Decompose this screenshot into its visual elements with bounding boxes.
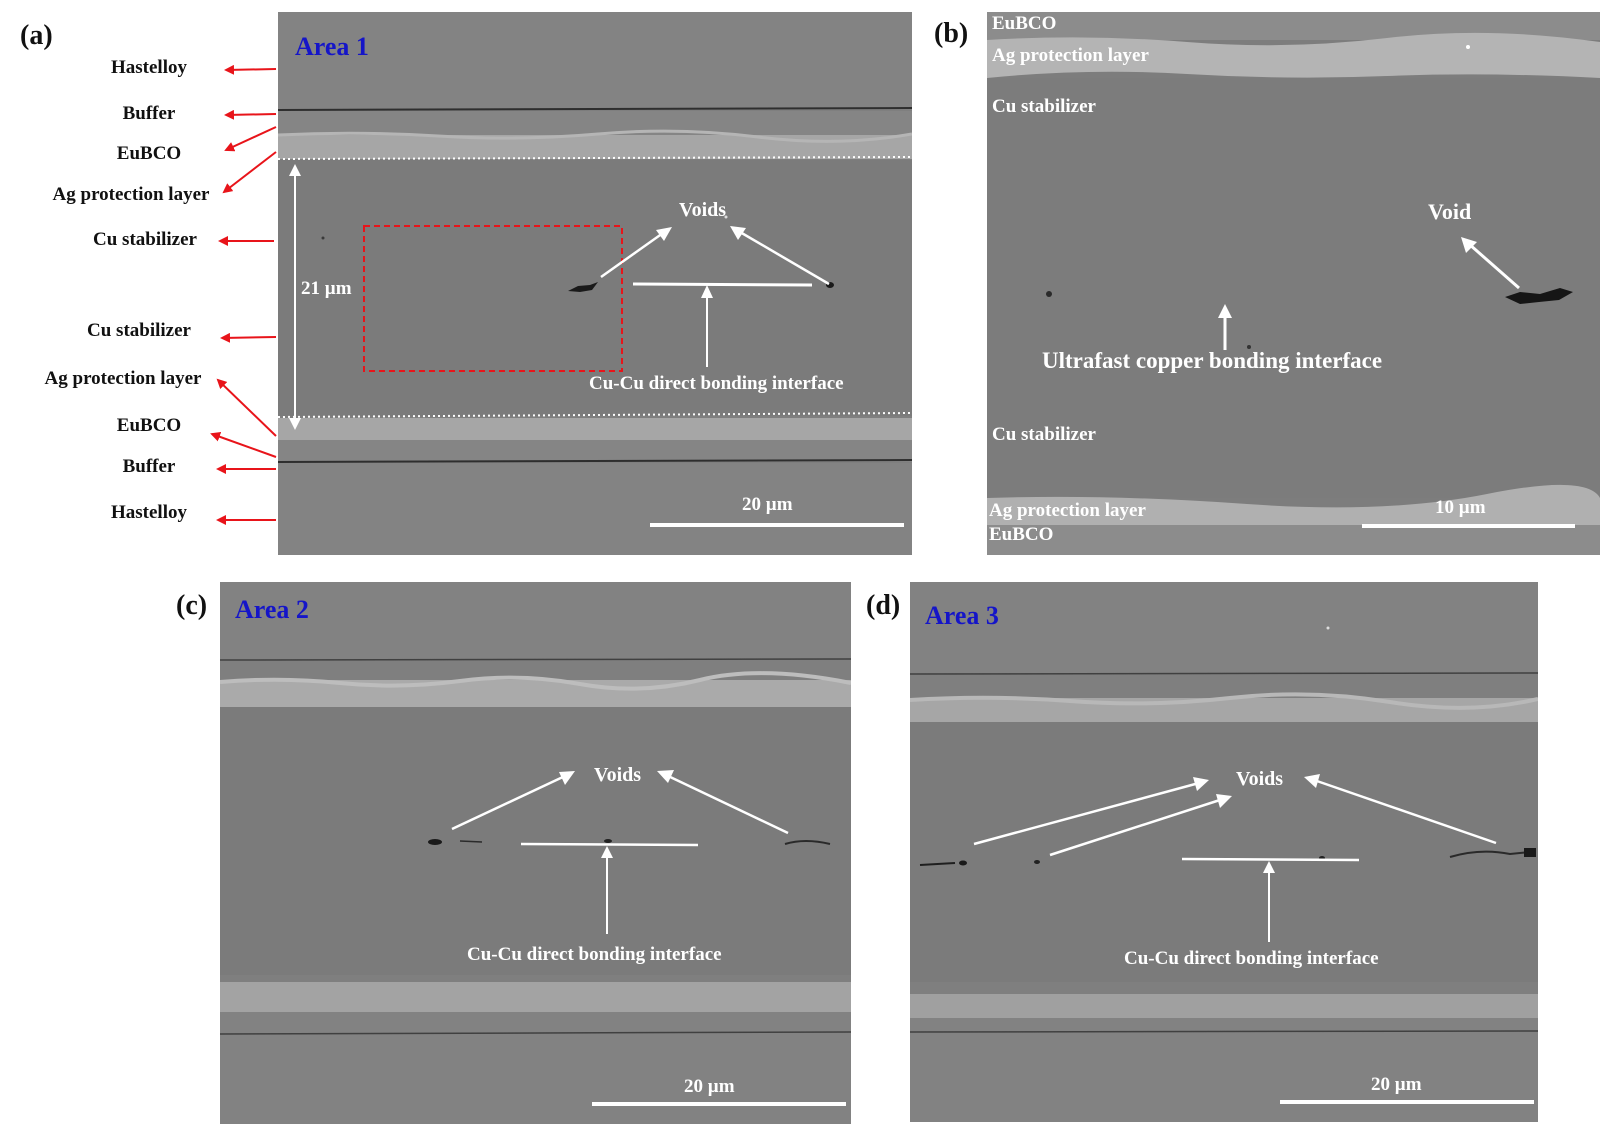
panel-b-eubco-bottom-label: EuBCO — [989, 524, 1054, 545]
panel-d-scale-bar — [1280, 1100, 1534, 1104]
panel-c-interface-label: Cu-Cu direct bonding interface — [467, 944, 722, 965]
panel-a-area-label: Area 1 — [295, 32, 369, 61]
panel-c-voids-label: Voids — [594, 764, 642, 786]
panel-b-scale-label: 10 µm — [1435, 497, 1486, 518]
panel-c-letter: (c) — [176, 590, 208, 621]
panel-a-label-ag-bottom: Ag protection layer — [44, 368, 202, 389]
panel-a-label-ag-top: Ag protection layer — [52, 184, 210, 205]
panel-a-label-cu-bottom: Cu stabilizer — [87, 320, 191, 341]
panel-b-ag-bottom-label: Ag protection layer — [989, 500, 1146, 521]
panel-c-scale-label: 20 µm — [684, 1076, 735, 1097]
panel-a-scale-bar — [650, 523, 904, 527]
panel-a-label-hastelloy-bottom: Hastelloy — [111, 502, 187, 523]
panel-a-voids-label: Voids — [679, 199, 727, 221]
panel-a-thickness-label: 21 µm — [301, 278, 352, 299]
panel-a-label-eubco-bottom: EuBCO — [116, 415, 182, 436]
panel-b-interface-label: Ultrafast copper bonding interface — [1042, 348, 1383, 373]
panel-a-micrograph — [278, 12, 912, 555]
panel-b-scale-bar — [1362, 524, 1575, 528]
panel-d-letter: (d) — [866, 590, 901, 621]
panel-b-letter: (b) — [934, 18, 969, 49]
panel-a-label-eubco-top: EuBCO — [116, 143, 182, 164]
panel-b-eubco-top-label: EuBCO — [992, 13, 1057, 34]
panel-c-scale-bar — [592, 1102, 846, 1106]
panel-d-sem-image: Area 3 Voids Cu-Cu direct bonding interf… — [910, 582, 1538, 1122]
panel-a-label-buffer-bottom: Buffer — [122, 456, 176, 477]
panel-d-voids-label: Voids — [1236, 768, 1284, 790]
panel-b-void-label: Void — [1428, 199, 1472, 224]
panel-a-scale-label: 20 µm — [742, 494, 793, 515]
panel-b-ag-top-label: Ag protection layer — [992, 45, 1149, 66]
panel-c-sem-image: Area 2 Voids Cu-Cu direct bonding interf… — [220, 582, 851, 1124]
panel-a-interface-label: Cu-Cu direct bonding interface — [589, 373, 844, 394]
panel-a-label-hastelloy-top: Hastelloy — [111, 57, 187, 78]
panel-a-label-buffer-top: Buffer — [122, 103, 176, 124]
panel-a-sem-image: Area 1 Voids Cu-Cu direct bonding interf… — [278, 12, 912, 555]
panel-c-area-label: Area 2 — [235, 595, 309, 624]
panel-c-micrograph — [220, 582, 851, 1124]
panel-d-interface-label: Cu-Cu direct bonding interface — [1124, 948, 1379, 969]
panel-b-sem-image: EuBCO Ag protection layer Cu stabilizer … — [987, 12, 1600, 555]
panel-b-cu-top-label: Cu stabilizer — [992, 96, 1096, 117]
panel-b-cu-bottom-label: Cu stabilizer — [992, 424, 1096, 445]
panel-d-scale-label: 20 µm — [1371, 1074, 1422, 1095]
panel-a-label-cu-top: Cu stabilizer — [93, 229, 197, 250]
panel-d-area-label: Area 3 — [925, 601, 999, 630]
panel-a-letter: (a) — [20, 20, 53, 51]
panel-d-micrograph — [910, 582, 1538, 1122]
panel-b-micrograph — [987, 12, 1600, 555]
